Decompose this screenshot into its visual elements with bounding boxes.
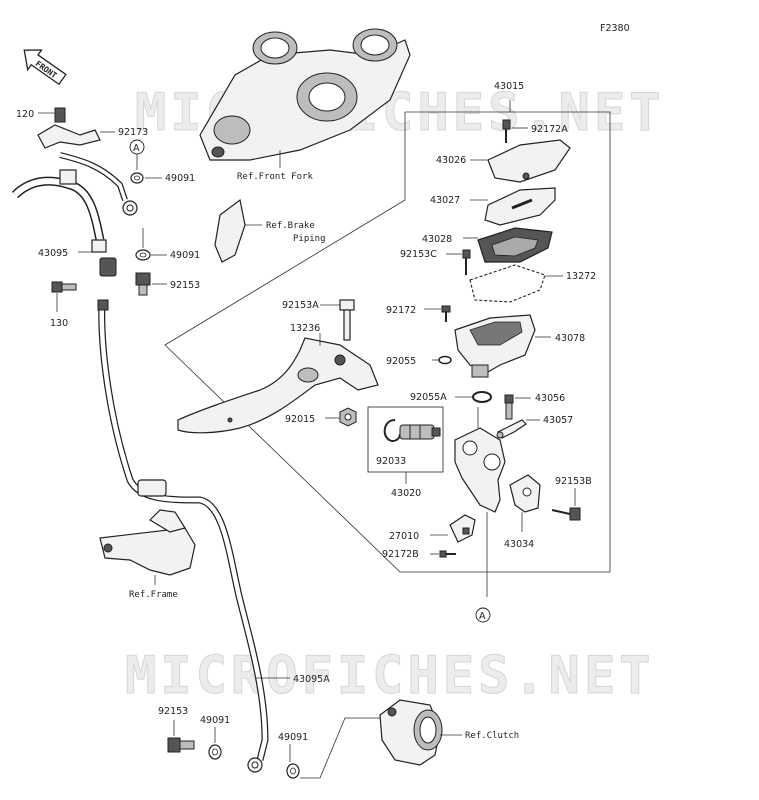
label-49091-top: 49091: [165, 173, 195, 184]
banjo-fitting-bottom: [247, 757, 263, 773]
gasket-13272: [469, 264, 546, 303]
banjo-fitting: [122, 200, 138, 216]
label-92172: 92172: [386, 305, 416, 316]
washer-49091-bottom-left: [208, 744, 222, 760]
label-13236: 13236: [290, 323, 320, 334]
circlip-92033: [383, 419, 401, 442]
label-43027: 43027: [430, 195, 460, 206]
diagram-id: F2380: [600, 23, 630, 34]
label-43057: 43057: [543, 415, 573, 426]
label-43056: 43056: [535, 393, 565, 404]
label-92055: 92055: [386, 356, 416, 367]
marker-a-bottom: [475, 607, 491, 623]
label-43028: 43028: [422, 234, 452, 245]
label-92153b: 92153B: [555, 476, 592, 487]
label-43026: 43026: [436, 155, 466, 166]
label-27010: 27010: [389, 531, 419, 542]
nut-92015: [339, 407, 357, 427]
bolt-92153b: [551, 507, 581, 521]
piston-43020: [399, 424, 441, 440]
label-49091-mid: 49091: [170, 250, 200, 261]
washer-49091-mid: [135, 249, 151, 261]
switch-27010: [449, 514, 476, 543]
label-120: 120: [16, 109, 34, 120]
label-13272: 13272: [566, 271, 596, 282]
bleeder-43056: [504, 394, 514, 420]
reservoir-cap-43026: [487, 139, 571, 183]
plate-43027: [484, 187, 556, 226]
brake-hose-lower: [97, 299, 269, 761]
label-a-top: A: [133, 143, 140, 154]
watermark-bottom: MICROFICHES.NET: [125, 646, 655, 707]
ref-brake-piping-1: Ref.Brake: [266, 221, 315, 231]
label-a-bottom: A: [479, 611, 486, 622]
label-92015: 92015: [285, 414, 315, 425]
screw-92172a: [502, 119, 511, 143]
frame-bracket: [99, 509, 196, 576]
label-43034: 43034: [504, 539, 534, 550]
screw-92172: [441, 305, 451, 322]
washer-49091-top: [130, 172, 144, 184]
washer-49091-bottom-right: [286, 763, 300, 779]
label-92153-bottom: 92153: [158, 706, 188, 717]
assembly-frame: [164, 100, 611, 573]
clutch-lever-13236: [177, 337, 379, 434]
brake-hose-upper: [11, 152, 128, 277]
label-92033: 92033: [376, 456, 406, 467]
front-arrow-icon: FRONT: [23, 49, 67, 86]
label-92172a: 92172A: [531, 124, 568, 135]
screw-92172b: [439, 550, 456, 558]
label-43095a: 43095A: [293, 674, 330, 685]
label-92153a: 92153A: [282, 300, 319, 311]
label-92173: 92173: [118, 127, 148, 138]
upper-triple-clamp: [199, 28, 411, 161]
bolt-120: [54, 107, 66, 123]
clutch-release: [379, 699, 443, 766]
label-92153c: 92153C: [400, 249, 437, 260]
label-92153-mid: 92153: [170, 280, 200, 291]
label-130: 130: [50, 318, 68, 329]
screw-92153c: [462, 249, 471, 275]
diaphragm-43028: [477, 227, 553, 263]
label-92055a: 92055A: [410, 392, 447, 403]
bracket-92173: [37, 124, 101, 149]
ref-clutch: Ref.Clutch: [465, 731, 519, 741]
label-43078: 43078: [555, 333, 585, 344]
ref-brake-piping-2: Piping: [293, 234, 326, 244]
label-43015: 43015: [494, 81, 524, 92]
ref-front-fork: Ref.Front Fork: [237, 172, 313, 182]
reservoir-43078: [454, 314, 536, 378]
svg-text:MICROFICHES.NET: MICROFICHES.NET: [125, 646, 655, 706]
bolt-92153-bottom: [167, 737, 195, 753]
bolt-130: [51, 281, 77, 293]
o-ring-92055a: [472, 391, 492, 403]
bolt-92153a: [339, 299, 355, 341]
clamp-43034: [509, 474, 541, 513]
brake-piping-bracket: [214, 198, 246, 263]
master-cylinder-body: [454, 427, 506, 513]
label-43095: 43095: [38, 248, 68, 259]
label-92172b: 92172B: [382, 549, 419, 560]
o-ring-92055: [438, 355, 452, 365]
label-43020: 43020: [391, 488, 421, 499]
label-49091-bottom-left: 49091: [200, 715, 230, 726]
bolt-92153-mid: [135, 272, 151, 296]
bleeder-cap-43057: [496, 419, 527, 439]
label-49091-bottom-right: 49091: [278, 732, 308, 743]
ref-frame: Ref.Frame: [129, 590, 178, 600]
